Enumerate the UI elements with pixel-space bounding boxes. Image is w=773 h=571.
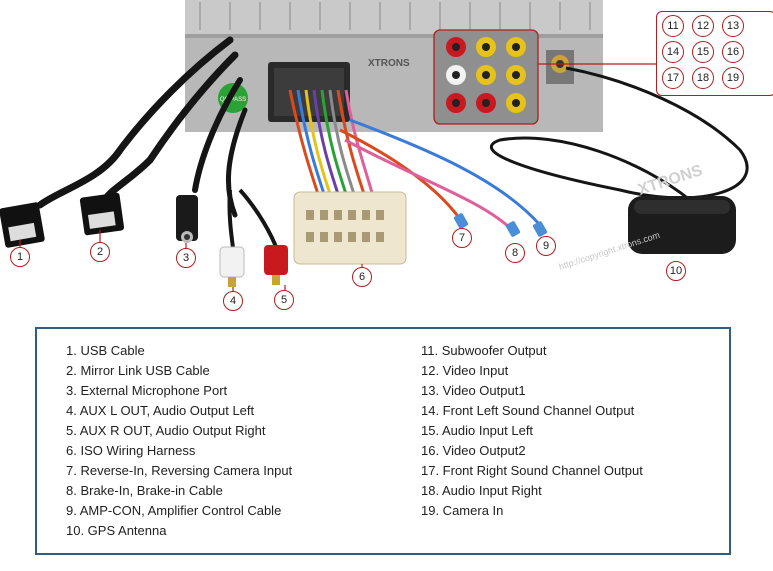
legend-box: 1. USB Cable 2. Mirror Link USB Cable 3.… bbox=[35, 327, 731, 555]
iso-harness bbox=[293, 191, 407, 265]
usb-cable-plug bbox=[0, 202, 45, 248]
legend-item-19: 19. Camera In bbox=[421, 503, 504, 518]
rca-label-13: 13 bbox=[722, 15, 744, 37]
rca-label-19: 19 bbox=[722, 67, 744, 89]
aux-l-plug bbox=[219, 246, 245, 287]
legend-item-5: 5. AUX R OUT, Audio Output Right bbox=[66, 423, 266, 438]
rca-label-16: 16 bbox=[722, 41, 744, 63]
legend-item-7: 7. Reverse-In, Reversing Camera Input bbox=[66, 463, 293, 478]
legend-column-right: 11. Subwoofer Output 12. Video Input 13.… bbox=[421, 341, 643, 521]
aux-r-plug bbox=[264, 245, 288, 285]
rca-number-grid: 11 12 13 14 15 16 17 18 19 bbox=[656, 11, 773, 96]
callout-10: 10 bbox=[666, 261, 686, 281]
head-unit: XTRONS QC PASS bbox=[185, 0, 603, 132]
stereo-brand-label: XTRONS bbox=[368, 58, 410, 69]
legend-item-15: 15. Audio Input Left bbox=[421, 423, 534, 438]
callout-6: 6 bbox=[352, 267, 372, 287]
callout-8: 8 bbox=[505, 243, 525, 263]
rca-label-18: 18 bbox=[692, 67, 714, 89]
legend-column-left: 1. USB Cable 2. Mirror Link USB Cable 3.… bbox=[66, 341, 292, 541]
mirror-link-usb-plug bbox=[79, 192, 125, 236]
harness-wires bbox=[288, 89, 542, 230]
watermark-brand: XTRONS bbox=[636, 162, 705, 199]
legend-item-18: 18. Audio Input Right bbox=[421, 483, 542, 498]
legend-item-8: 8. Brake-In, Brake-in Cable bbox=[66, 483, 223, 498]
microphone-jack bbox=[176, 195, 198, 243]
legend-item-4: 4. AUX L OUT, Audio Output Left bbox=[66, 403, 255, 418]
callout-2: 2 bbox=[90, 242, 110, 262]
legend-item-13: 13. Video Output1 bbox=[421, 383, 526, 398]
callout-4: 4 bbox=[223, 291, 243, 311]
rca-label-11: 11 bbox=[662, 15, 684, 37]
callout-7: 7 bbox=[452, 228, 472, 248]
usb-cables bbox=[36, 36, 248, 218]
legend-item-12: 12. Video Input bbox=[421, 363, 509, 378]
legend-item-10: 10. GPS Antenna bbox=[66, 523, 167, 538]
callout-3: 3 bbox=[176, 248, 196, 268]
legend-item-11: 11. Subwoofer Output bbox=[421, 343, 547, 358]
legend-item-2: 2. Mirror Link USB Cable bbox=[66, 363, 210, 378]
gps-cable bbox=[489, 66, 749, 202]
svg-text:QC PASS: QC PASS bbox=[220, 97, 246, 103]
legend-item-16: 16. Video Output2 bbox=[421, 443, 526, 458]
rca-label-17: 17 bbox=[662, 67, 684, 89]
wiring-photo: XTRONS QC PASS bbox=[0, 0, 749, 292]
rca-block bbox=[433, 29, 574, 125]
legend-item-17: 17. Front Right Sound Channel Output bbox=[421, 463, 643, 478]
legend-item-6: 6. ISO Wiring Harness bbox=[66, 443, 196, 458]
gps-antenna bbox=[628, 196, 736, 254]
legend-item-3: 3. External Microphone Port bbox=[66, 383, 228, 398]
legend-item-14: 14. Front Left Sound Channel Output bbox=[421, 403, 635, 418]
callout-9: 9 bbox=[536, 236, 556, 256]
legend-item-9: 9. AMP-CON, Amplifier Control Cable bbox=[66, 503, 282, 518]
rca-label-12: 12 bbox=[692, 15, 714, 37]
rca-label-14: 14 bbox=[662, 41, 684, 63]
rca-label-15: 15 bbox=[692, 41, 714, 63]
callout-1: 1 bbox=[10, 247, 30, 267]
legend-item-1: 1. USB Cable bbox=[66, 343, 145, 358]
callout-5: 5 bbox=[274, 290, 294, 310]
